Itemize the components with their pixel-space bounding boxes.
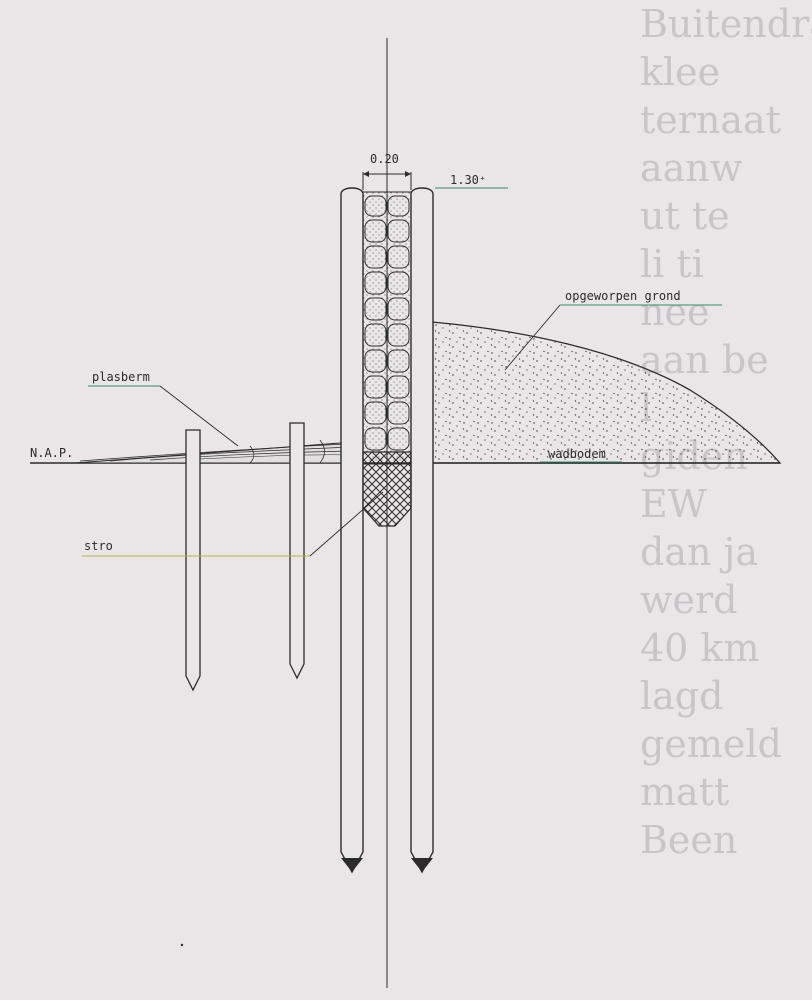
plasberm-label: plasberm (92, 370, 150, 384)
plasberm-wedge (74, 437, 363, 464)
crest-label: 1.30⁺ (450, 173, 486, 187)
opgeworpen-grond-label: opgeworpen grond (565, 289, 681, 303)
earth-mound (431, 321, 782, 464)
small-stake-left (185, 429, 201, 692)
main-pile-right (410, 187, 434, 874)
wadbodem-label: wadbodem (548, 447, 606, 461)
width-label: 0.20 (370, 152, 399, 166)
width-dimension: 0.20 (362, 152, 412, 190)
crest-level: 1.30⁺ (435, 173, 508, 189)
small-stake-right (289, 422, 305, 680)
nap-label: N.A.P. (30, 446, 73, 460)
main-pile-left (340, 187, 364, 874)
stro-label: stro (84, 539, 113, 553)
